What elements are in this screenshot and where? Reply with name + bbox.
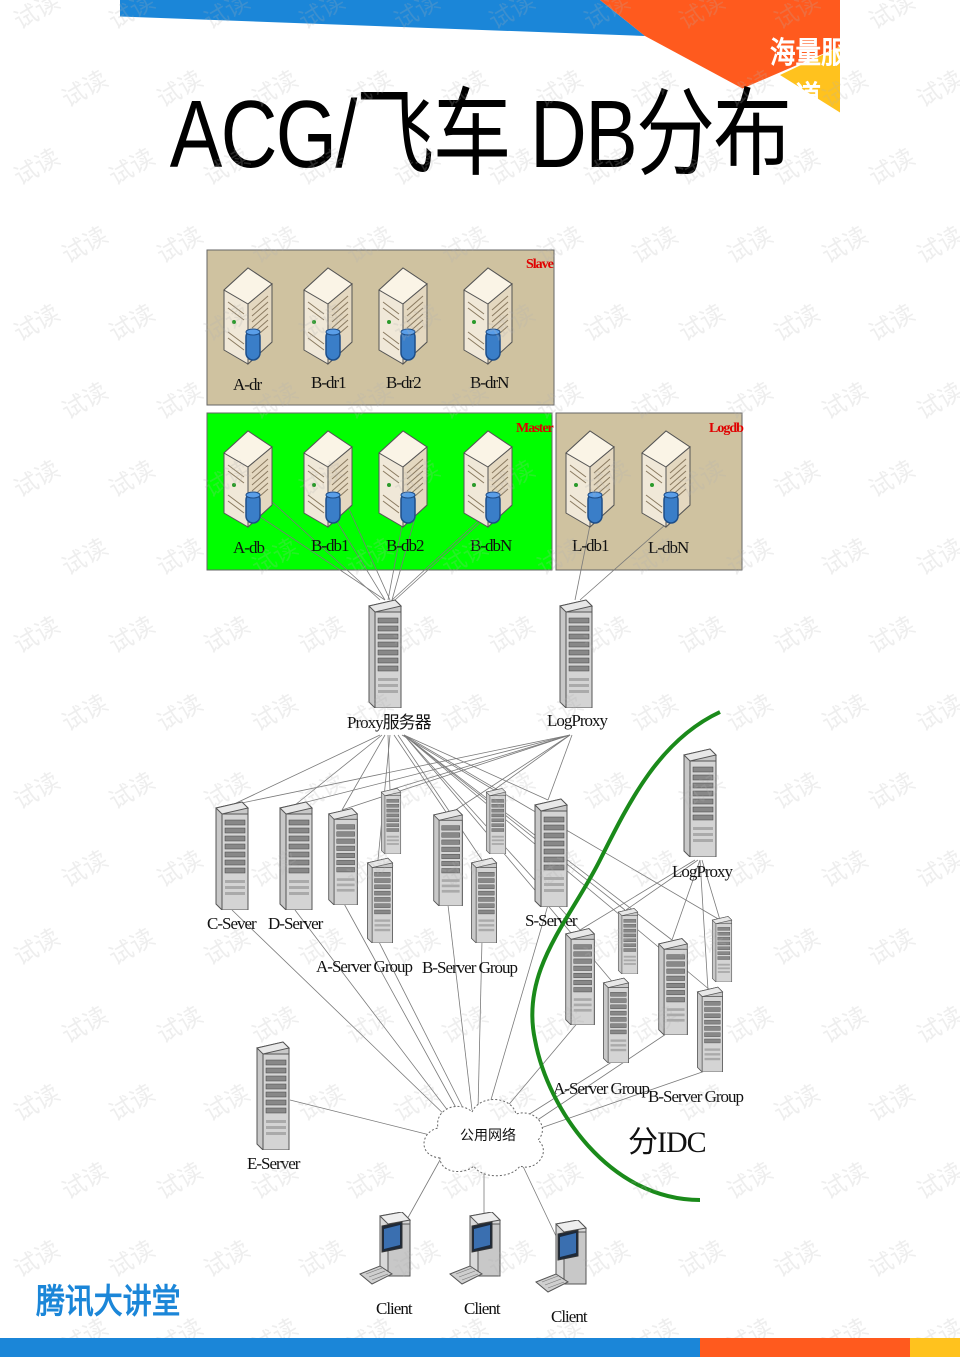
footer-orange-stripe — [700, 1338, 910, 1357]
banner-blue-stripe — [120, 0, 645, 36]
a-server-group: A-Server Group — [316, 788, 413, 976]
logproxy-server-icon — [559, 599, 593, 708]
server-icon — [565, 928, 595, 1025]
logdb-zone-label: Logdb — [709, 421, 744, 436]
client-label: Client — [551, 1307, 588, 1326]
idc-label: 分IDC — [628, 1126, 706, 1159]
footer-yellow-stripe — [910, 1338, 960, 1357]
slave-zone-label: Slave — [526, 257, 554, 272]
idc-a-group-label: A-Server Group — [553, 1079, 649, 1098]
client-label: Client — [464, 1299, 501, 1318]
client-pc-icon — [535, 1220, 587, 1293]
server-icon — [485, 788, 507, 854]
cloud-label: 公用网络 — [460, 1128, 516, 1144]
footer-brand-logo: 腾讯大讲堂 — [36, 1282, 181, 1322]
db-label: B-drN — [470, 373, 509, 392]
db-label: A-dr — [233, 375, 262, 394]
e-server-icon — [256, 1041, 290, 1150]
server-icon — [696, 986, 724, 1072]
footer-banner — [0, 1338, 960, 1357]
server-icon — [658, 938, 688, 1035]
db-label: B-dr2 — [386, 373, 421, 392]
db-label: B-dr1 — [311, 373, 346, 392]
logproxy-label: LogProxy — [547, 711, 609, 730]
db-label: B-db2 — [386, 536, 424, 555]
a-group-label: A-Server Group — [316, 957, 412, 976]
s-server-icon — [534, 798, 568, 907]
proxy-label: Proxy服务器 — [347, 713, 432, 732]
idc-b-server-group: B-Server Group — [648, 916, 745, 1106]
db-label: L-db1 — [572, 536, 609, 555]
client-label: Client — [376, 1299, 413, 1318]
master-zone-label: Master — [516, 421, 554, 436]
e-server-label: E-Server — [247, 1154, 301, 1173]
db-label: B-dbN — [470, 536, 512, 555]
b-server-group: B-Server Group — [422, 788, 519, 977]
banner-yellow-stripe — [780, 46, 840, 113]
server-icon — [711, 916, 733, 982]
server-icon — [617, 908, 639, 974]
server-icon — [433, 809, 463, 906]
brand-tag: 海量服务之道 — [770, 36, 872, 115]
server-icon — [470, 857, 498, 943]
server-icon — [380, 788, 402, 854]
idc-logproxy-icon — [683, 748, 717, 857]
footer-blue-stripe — [0, 1338, 700, 1357]
master-db-servers: A-db B-db1 B-db2 B-dbN — [223, 430, 513, 557]
header-banner — [120, 0, 840, 113]
db-label: L-dbN — [648, 538, 689, 557]
proxy-server-icon — [368, 599, 402, 708]
idc-boundary — [530, 710, 721, 1202]
db-label: B-db1 — [311, 536, 349, 555]
client-pc-icon — [359, 1212, 411, 1285]
b-group-label: B-Server Group — [422, 958, 518, 977]
server-icon — [328, 808, 358, 905]
public-network-cloud — [423, 1099, 544, 1177]
idc-b-group-label: B-Server Group — [648, 1087, 744, 1106]
server-icon — [366, 857, 394, 943]
idc-a-server-group: A-Server Group — [553, 908, 650, 1098]
server-icon — [602, 977, 630, 1063]
idc-logproxy-label: LogProxy — [672, 862, 734, 881]
page-title: ACG/飞车 DB分布 — [169, 81, 792, 188]
c-server-label: C-Sever — [207, 914, 257, 933]
s-server-label: S-Server — [525, 911, 578, 930]
d-server-label: D-Server — [268, 914, 324, 933]
banner-orange-stripe — [600, 0, 840, 89]
d-server-icon — [279, 801, 313, 910]
slave-db-servers: A-dr B-dr1 B-dr2 B-drN — [223, 267, 513, 394]
client-pc-icon — [449, 1212, 501, 1285]
log-db-servers: L-db1 L-dbN — [565, 430, 691, 557]
c-server-icon — [215, 801, 249, 910]
db-label: A-db — [233, 538, 264, 557]
